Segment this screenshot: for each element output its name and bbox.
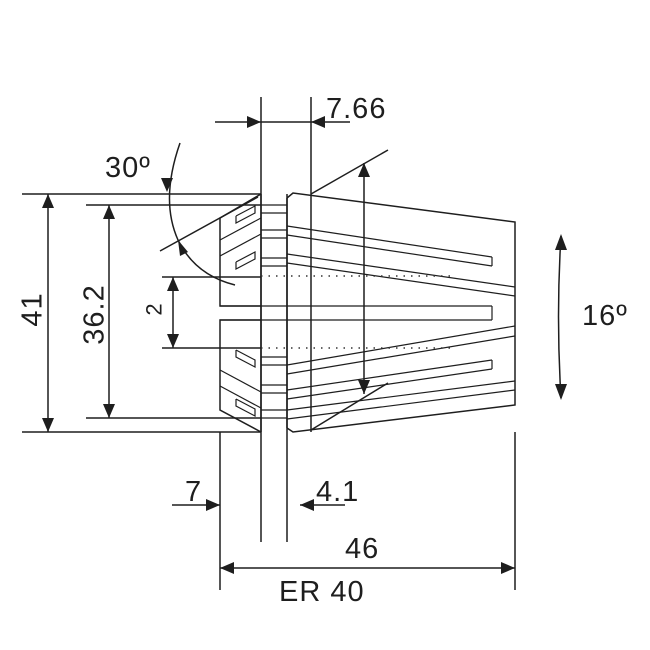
- label-overall-length: 46: [345, 533, 380, 565]
- label-cone-angle: 30º: [105, 152, 151, 184]
- label-slot-width: 2: [141, 302, 167, 316]
- dim-overall-length: [220, 562, 515, 574]
- label-model: ER 40: [279, 576, 365, 608]
- collet-taper: [261, 192, 516, 433]
- dim-top-width: [215, 116, 350, 128]
- collet-rear: [219, 193, 287, 433]
- dim-taper-angle: [555, 234, 567, 400]
- label-outer-diameter: 41: [16, 292, 49, 327]
- dim-front-cone: [310, 149, 389, 431]
- label-inner-diameter: 36.2: [78, 284, 111, 345]
- label-taper-angle: 16º: [582, 300, 628, 332]
- dim-bottom-offsets: [172, 499, 345, 511]
- dim-inner-diameter: [103, 205, 115, 418]
- extension-lines-left: [22, 193, 261, 433]
- dim-cone-angle: [159, 142, 259, 286]
- dim-outer-diameter: [42, 194, 54, 432]
- label-top-width: 7.66: [326, 93, 387, 125]
- label-rear-offset: 7: [185, 476, 203, 508]
- label-front-lip: 4.1: [316, 476, 360, 508]
- dim-slot-width: [167, 277, 179, 348]
